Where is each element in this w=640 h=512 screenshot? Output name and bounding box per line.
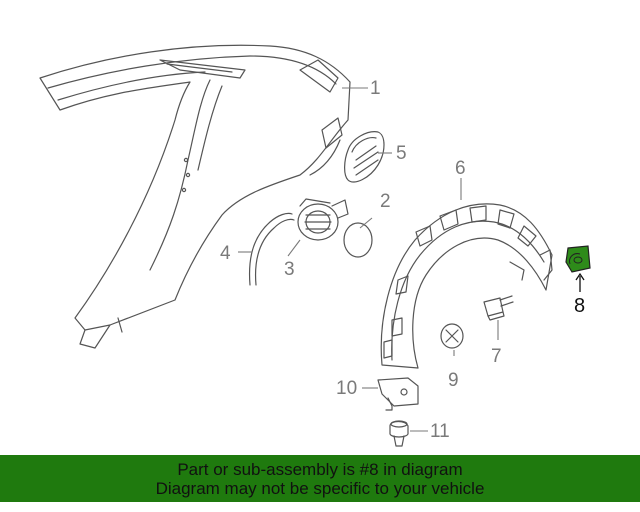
callout-6: 6	[455, 158, 466, 179]
leader-lines	[238, 87, 499, 432]
callout-8: 8	[574, 295, 585, 317]
callout-9: 9	[448, 370, 459, 391]
fuel-door	[344, 131, 385, 183]
fuel-pocket	[297, 198, 349, 241]
callout-5: 5	[396, 143, 407, 164]
clip	[389, 420, 409, 447]
leader-line-8	[575, 272, 585, 292]
callout-11: 11	[430, 421, 450, 442]
quarter-panel	[39, 44, 351, 349]
wheel-liner	[380, 203, 553, 369]
callout-3: 3	[284, 259, 295, 280]
callout-10: 10	[336, 378, 357, 399]
highlighted-part-8	[565, 245, 591, 273]
bracket	[377, 377, 419, 411]
callout-1: 1	[370, 78, 381, 99]
fuel-cap	[343, 222, 373, 258]
notice-line-1: Part or sub-assembly is #8 in diagram	[177, 459, 463, 479]
notice-banner: Part or sub-assembly is #8 in diagram Di…	[0, 455, 640, 502]
callout-4: 4	[220, 243, 231, 264]
bolt	[483, 295, 514, 321]
callout-2: 2	[380, 191, 391, 212]
drain-hose	[248, 212, 295, 286]
plug	[440, 323, 464, 349]
callout-7: 7	[491, 346, 502, 367]
parts-diagram: 1 5 6 2 4 3 7 9 10 11 8	[39, 44, 591, 447]
notice-line-2: Diagram may not be specific to your vehi…	[155, 478, 485, 498]
